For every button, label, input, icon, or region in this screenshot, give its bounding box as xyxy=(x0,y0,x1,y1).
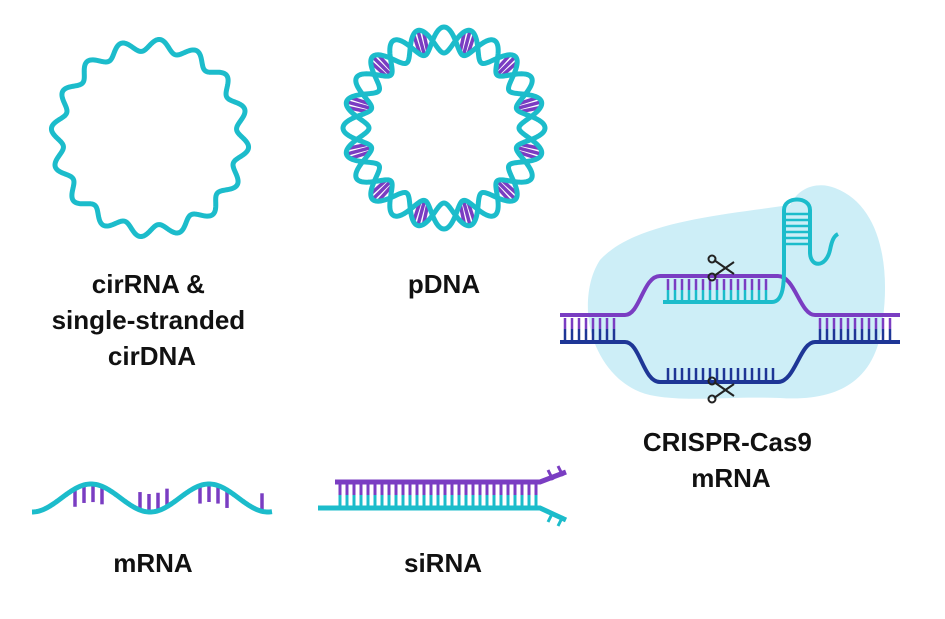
pdna-base-pair xyxy=(371,55,393,77)
pdna-base-pair xyxy=(515,100,543,111)
cirrna-wavy-ring xyxy=(48,36,252,240)
pdna-base-pair xyxy=(495,179,517,201)
cas9-protein-blob xyxy=(587,185,886,399)
cirrna-label: cirRNA & single-stranded cirDNA xyxy=(52,269,253,371)
mrna-label: mRNA xyxy=(113,548,193,578)
scissors-part xyxy=(713,381,735,397)
pdna-base-pair xyxy=(515,145,543,156)
scissors-part xyxy=(713,259,735,275)
pdna-base-pair xyxy=(345,100,373,111)
pdna-base-pair xyxy=(461,199,472,227)
crispr-cas9-label: CRISPR-Cas9 mRNA xyxy=(643,427,819,493)
crispr-cas9-illustration xyxy=(560,185,900,404)
scissors-part xyxy=(713,383,735,399)
scissors-icon xyxy=(707,376,735,404)
pdna-helix-ring xyxy=(340,24,548,232)
sirna-label: siRNA xyxy=(404,548,482,578)
pdna-base-pair xyxy=(416,199,427,227)
scissors-part xyxy=(707,272,717,282)
guide-rna xyxy=(663,197,840,304)
pdna-base-pair xyxy=(416,29,427,57)
pdna-base-pair xyxy=(461,29,472,57)
scissors-part xyxy=(707,254,717,264)
pdna-base-pair xyxy=(345,145,373,156)
pdna-base-pair xyxy=(371,179,393,201)
scissors-icon xyxy=(707,254,735,282)
mrna-wave xyxy=(31,481,273,515)
scissors-part xyxy=(707,394,717,404)
pdna-label: pDNA xyxy=(408,269,480,299)
dna-bottom-strand xyxy=(560,340,900,384)
scissors-part xyxy=(707,376,717,386)
sirna-duplex xyxy=(318,465,568,527)
scissors-part xyxy=(713,261,735,277)
dna-top-strand xyxy=(560,274,900,317)
pdna-base-pair xyxy=(495,55,517,77)
